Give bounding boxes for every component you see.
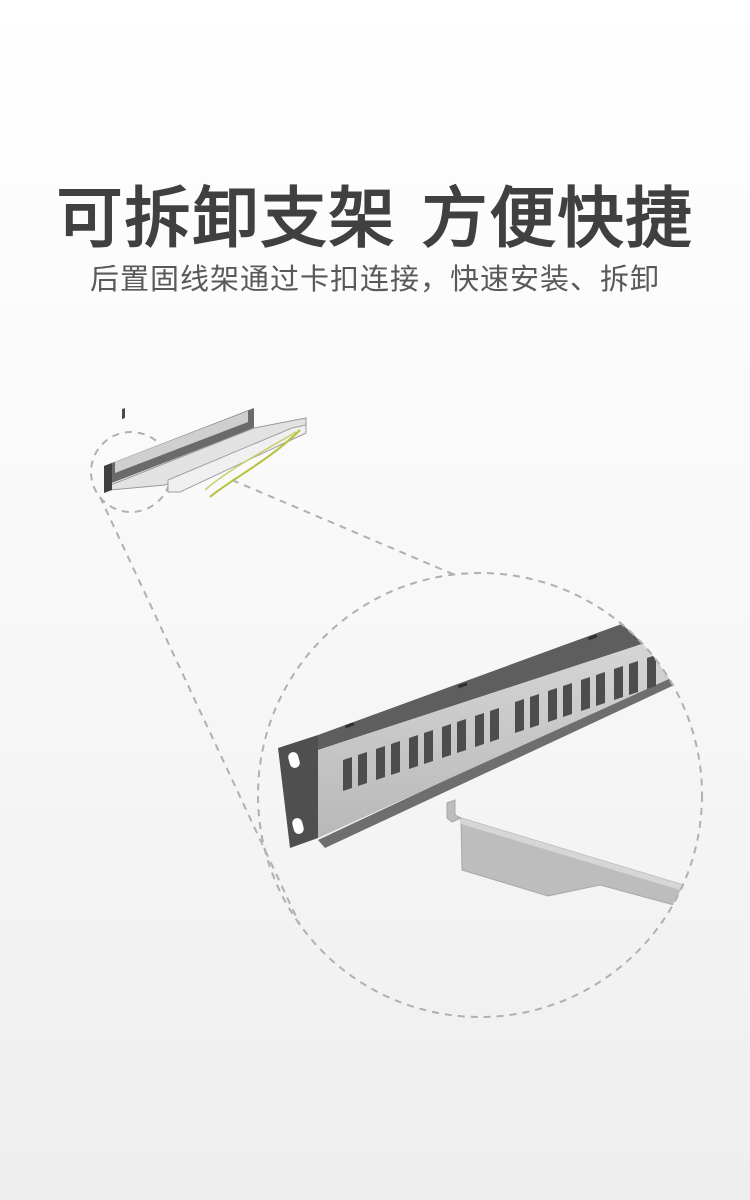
zoom-connector-lines (99, 479, 456, 926)
patch-panel-small (104, 408, 307, 498)
zoom-detail-circle (257, 572, 703, 1018)
page-title: 可拆卸支架 方便快捷 (56, 180, 694, 257)
page-subtitle: 后置固线架通过卡扣连接，快速安装、拆卸 (89, 262, 660, 296)
